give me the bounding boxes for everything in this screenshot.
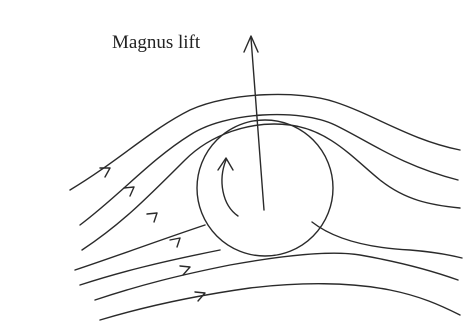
spin-arrowhead (218, 158, 233, 170)
magnus-lift-label: Magnus lift (112, 32, 201, 53)
ball-circle (197, 120, 333, 256)
streamline-1 (70, 94, 460, 190)
streamline-5 (80, 250, 220, 285)
flow-arrowhead-2 (124, 187, 134, 196)
flow-arrowhead-3 (147, 213, 157, 222)
streamline-4 (75, 225, 205, 270)
flow-arrowhead-4 (170, 238, 180, 247)
streamline-7 (100, 284, 460, 320)
spin-arc (222, 160, 238, 216)
